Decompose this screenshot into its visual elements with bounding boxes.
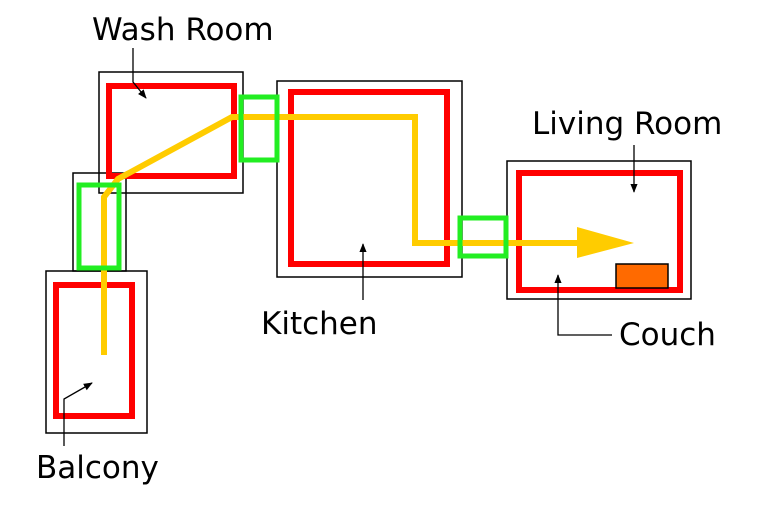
room-zones [53,83,683,419]
kitchen-label: Kitchen [261,306,378,342]
doorway-kitchen-living [457,215,509,259]
wash-room-pointer [132,48,147,99]
doorway-balcony-washroom [76,182,122,271]
wash-room-zone [106,83,237,179]
kitchen-zone [288,89,450,267]
balcony-zone [53,282,135,419]
pointer-lines [63,48,638,446]
couch-shape [615,263,669,289]
living-room-zone [516,170,683,293]
doorway-washroom-kitchen [238,94,280,163]
doorways [76,94,509,271]
balcony-label: Balcony [36,450,159,486]
balcony-outline [45,270,148,434]
couch-label: Couch [619,317,716,353]
wash-room-label: Wash Room [92,12,274,48]
path-arrowhead [577,227,634,258]
kitchen-outline [276,80,463,278]
path-line [101,114,600,355]
couch-pointer [554,274,612,336]
living-room-label: Living Room [532,106,722,142]
navigation-path [101,114,600,355]
balcony-pointer [63,382,93,446]
